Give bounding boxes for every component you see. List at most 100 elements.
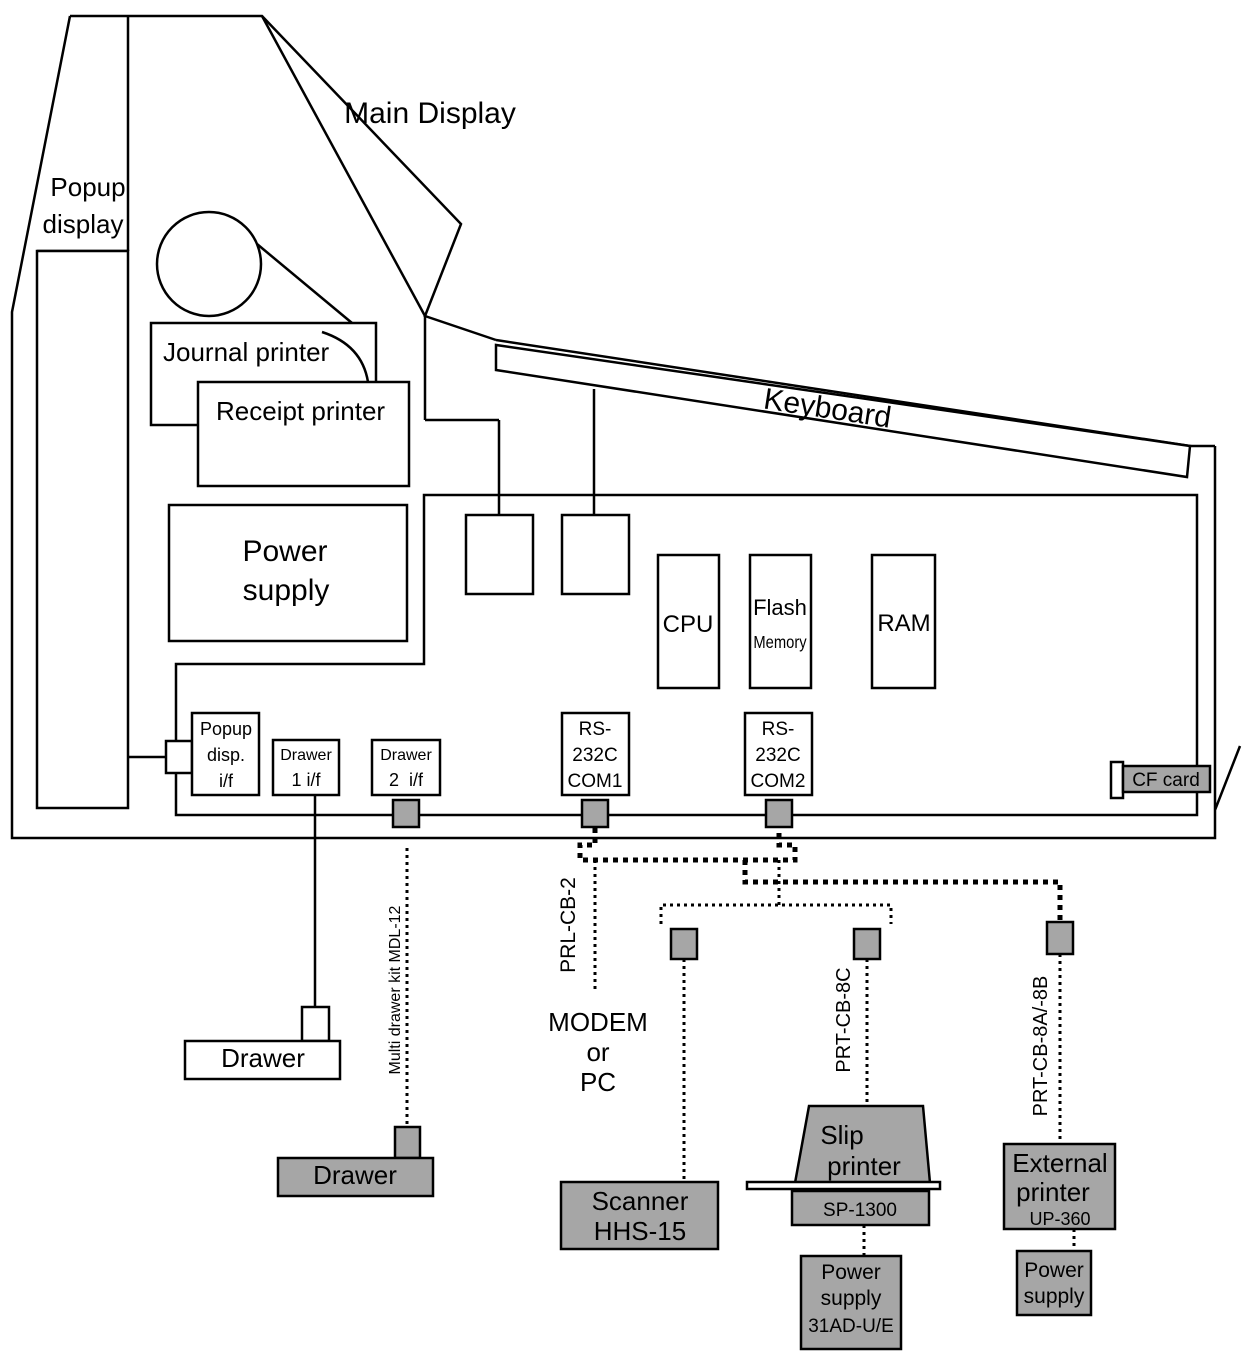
drawer1-label: Drawer	[221, 1043, 305, 1073]
main-board: CPU Flash Memory RAM Popup disp. i/f Dra…	[128, 316, 1212, 829]
com2-label-3: COM2	[751, 771, 806, 792]
external-printer-connection: PRT-CB-8A/-8B External printer UP-360 Po…	[1002, 920, 1117, 1317]
main-display: Main Display	[260, 15, 516, 317]
paper-roll	[155, 210, 263, 318]
power-supply-label-1: Power	[242, 535, 327, 568]
com2-connector	[764, 798, 794, 829]
com1-connector	[580, 798, 610, 829]
popup-plug	[164, 739, 194, 775]
power-supply-box	[167, 503, 409, 643]
ext-power-supply	[1015, 1249, 1093, 1317]
printer-assembly: Journal printer Receipt printer	[149, 210, 411, 488]
com1-port	[560, 711, 631, 797]
com1-label-3: COM1	[568, 771, 623, 792]
ext-model-label: UP-360	[1029, 1209, 1090, 1229]
prt-cb8a-label: PRT-CB-8A/-8B	[1030, 976, 1052, 1117]
drawer2-if-label-2: 2 i/f	[389, 770, 424, 790]
ext-cable-plug	[1045, 920, 1075, 956]
modem-label-1: MODEM	[548, 1007, 648, 1037]
scanner-cable-plug	[669, 927, 699, 961]
external-printer-trunk	[742, 860, 1063, 922]
slip-model-label: SP-1300	[823, 1200, 897, 1221]
housing-top-edge	[70, 14, 497, 342]
drawer2-box	[276, 1156, 435, 1198]
keyboard-bar	[494, 343, 1192, 479]
com1-label-2: 232C	[572, 745, 617, 766]
slip-power-supply	[799, 1254, 903, 1351]
cpu-chip	[656, 553, 721, 690]
slip-printer-connection: PRT-CB-8C Slip printer SP-1300 Power sup…	[745, 927, 942, 1351]
serial-cabling: PRL-CB-2	[557, 828, 1063, 990]
drawer2-interface	[370, 738, 442, 797]
drawer1-if-label-2: 1 i/f	[291, 770, 321, 790]
drawer2-if-label-1: Drawer	[380, 747, 432, 764]
keyboard: Keyboard	[494, 343, 1192, 479]
popup-display: Popup display	[35, 16, 130, 810]
slip-power-label-3: 31AD-U/E	[808, 1316, 894, 1337]
scanner-label-2: HHS-15	[594, 1216, 686, 1246]
prl-cb2-label: PRL-CB-2	[557, 877, 580, 973]
ext-printer-label-1: External	[1012, 1148, 1107, 1178]
drawer1-if-label-1: Drawer	[280, 747, 332, 764]
com1-label-1: RS-	[579, 719, 612, 740]
com2-label-1: RS-	[762, 719, 795, 740]
main-display-edge	[260, 15, 427, 317]
paper-feed-line	[256, 243, 353, 324]
flash-label-2: Memory	[753, 633, 807, 653]
power-supply-label-2: supply	[243, 574, 330, 607]
ram-chip	[870, 553, 937, 690]
popup-interface	[190, 711, 261, 797]
journal-paper-curve	[321, 330, 370, 383]
keyboard-slope	[495, 338, 1215, 448]
com2-label-2: 232C	[755, 745, 800, 766]
receipt-printer-label: Receipt printer	[216, 396, 385, 426]
com-link-loop	[577, 828, 798, 863]
com2-port	[743, 711, 814, 797]
keyboard-connector	[560, 513, 631, 596]
ext-power-label-2: supply	[1024, 1285, 1085, 1308]
popup-if-label-1: Popup	[200, 719, 252, 739]
popup-display-label-1: Popup	[50, 172, 125, 202]
internal-power-supply: Power supply	[167, 503, 409, 643]
slip-printer-label-1: Slip	[820, 1120, 863, 1150]
modem-label-2: or	[586, 1037, 609, 1067]
modem-or-pc: MODEM or PC	[548, 1007, 648, 1097]
popup-if-label-2: disp.	[207, 745, 245, 765]
drawer2-connector	[391, 798, 421, 829]
slip-paper-tray	[745, 1180, 942, 1191]
terminal-housing	[10, 14, 1242, 840]
popup-display-stand	[35, 249, 130, 810]
ext-printer-label-2: printer	[1016, 1177, 1090, 1207]
cpu-label: CPU	[663, 611, 714, 638]
drawer1-interface	[271, 738, 341, 797]
modem-label-3: PC	[580, 1067, 616, 1097]
multi-drawer-cable-label: Multi drawer kit MDL-12	[387, 905, 404, 1074]
receipt-printer	[196, 380, 411, 488]
cf-card-label: CF card	[1132, 770, 1200, 791]
main-board-outline	[174, 493, 1199, 817]
journal-printer-label: Journal printer	[163, 337, 330, 367]
drawer1-connection: Drawer	[183, 795, 342, 1081]
scanner-connection: Scanner HHS-15	[559, 927, 720, 1251]
serial-branch-bar	[659, 903, 893, 924]
ext-power-label-1: Power	[1024, 1259, 1084, 1282]
popup-if-label-3: i/f	[219, 771, 234, 791]
main-display-label: Main Display	[344, 97, 516, 130]
slip-printer-label-2: printer	[827, 1151, 901, 1181]
drawer1-box	[183, 1039, 342, 1081]
drawer1-plug	[300, 1005, 331, 1043]
slip-printer-base	[790, 1189, 931, 1227]
drawer2-plug	[393, 1125, 422, 1160]
ram-label: RAM	[877, 610, 930, 637]
ext-printer-box	[1002, 1142, 1117, 1231]
scanner-label-1: Scanner	[592, 1186, 689, 1216]
housing-outline	[10, 15, 1242, 840]
prt-cb8c-label: PRT-CB-8C	[833, 967, 855, 1072]
drawer2-label: Drawer	[313, 1160, 397, 1190]
display-connector	[464, 513, 535, 596]
slip-power-label-1: Power	[821, 1261, 881, 1284]
flash-memory-chip	[748, 553, 813, 690]
popup-display-label-2: display	[43, 209, 124, 239]
scanner-box	[559, 1180, 720, 1251]
